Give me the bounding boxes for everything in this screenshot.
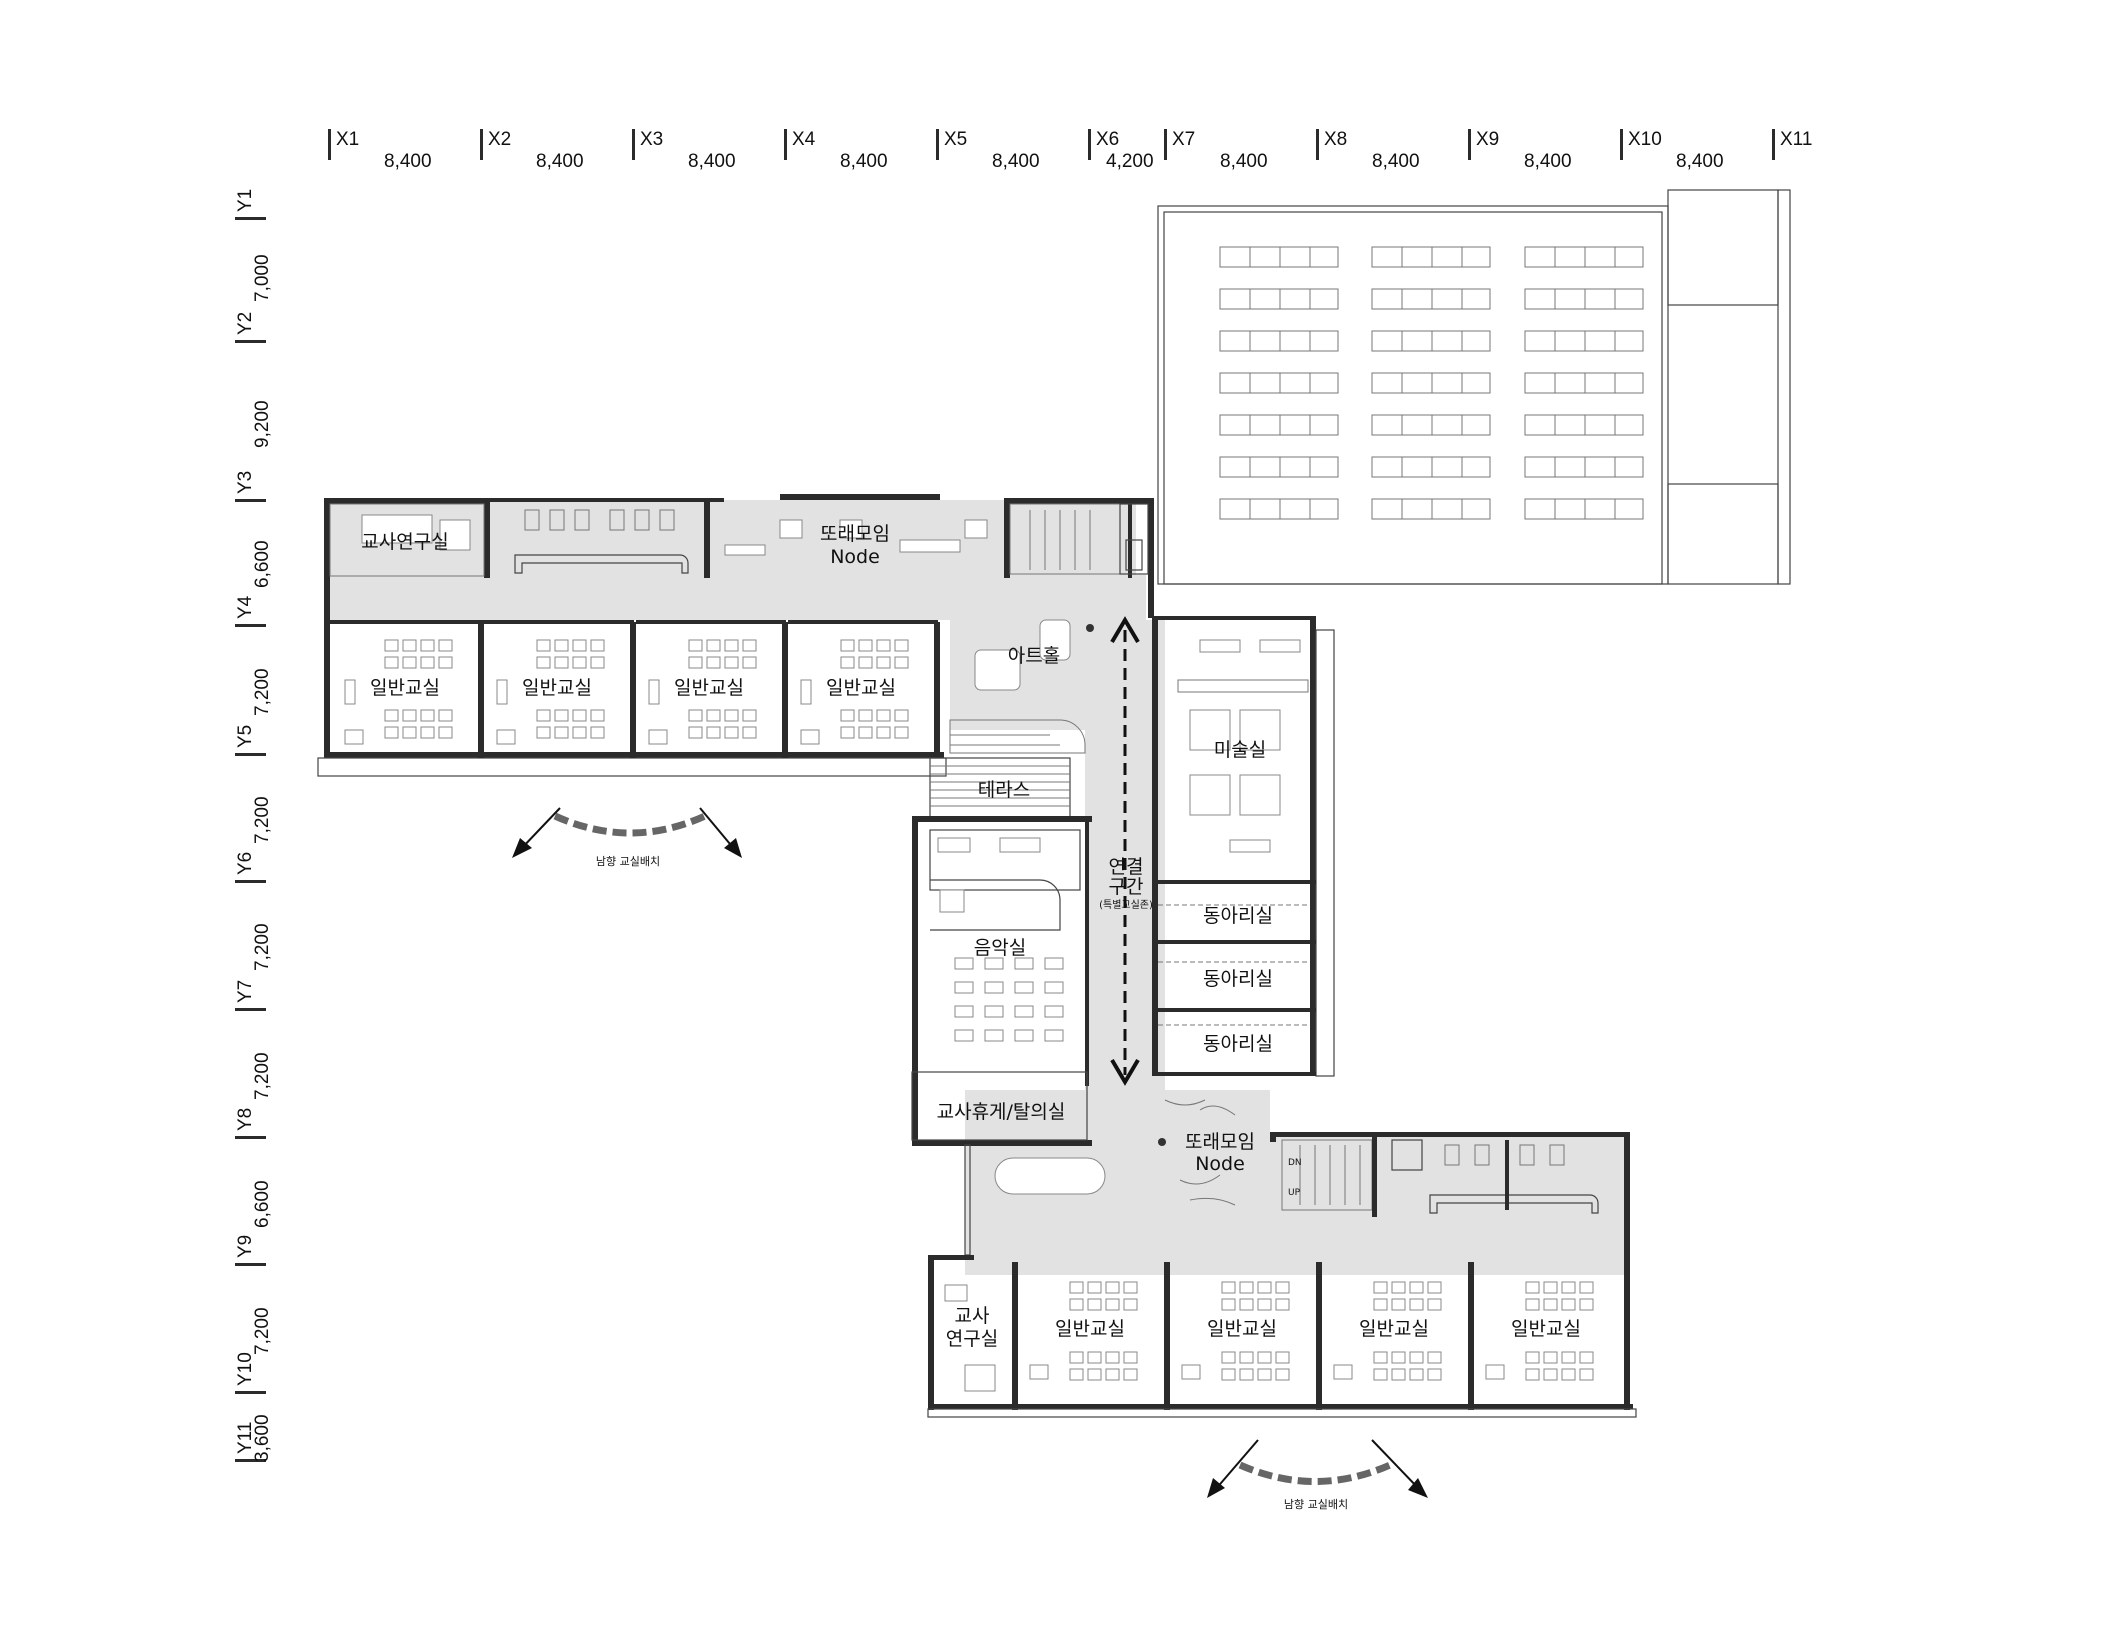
art-room-label: 미술실 <box>1214 739 1266 761</box>
east-rooms <box>1152 616 1335 1077</box>
stair-down-label: DN <box>1288 1158 1302 1168</box>
art-hall-label: 아트홀 <box>1008 645 1060 667</box>
grid-y-label: Y3 <box>235 471 256 494</box>
span-x-label: 8,400 <box>840 151 888 172</box>
classroom-label: 일반교실 <box>370 677 440 699</box>
span-x-label: 8,400 <box>1372 151 1420 172</box>
corridors <box>326 500 1630 1275</box>
span-x-label: 8,400 <box>992 151 1040 172</box>
span-x-label: 4,200 <box>1106 151 1154 172</box>
grid-x-label: X8 <box>1324 129 1347 150</box>
club-room-label: 동아리실 <box>1203 905 1273 927</box>
gymnasium <box>1157 189 1791 585</box>
classroom-label: 일반교실 <box>1511 1318 1581 1340</box>
teacher-research-room-label: 교사연구실 <box>361 531 448 553</box>
grid-y-label: Y9 <box>235 1235 256 1258</box>
orientation-arrow-south <box>1207 1439 1428 1498</box>
south-wing: DN UP <box>927 1099 1637 1418</box>
classroom-label: 일반교실 <box>1207 1318 1277 1340</box>
node-label: Node <box>1195 1153 1245 1175</box>
teacher-lounge-label: 교사휴게/탈의실 <box>937 1101 1066 1123</box>
span-y-label: 7,200 <box>252 1307 273 1355</box>
teacher-research-room-label: 교사 <box>955 1305 990 1327</box>
span-y-label: 7,200 <box>252 668 273 716</box>
grid-x-label: X1 <box>336 129 359 150</box>
terrace-label: 테라스 <box>978 779 1030 801</box>
classroom-label: 일반교실 <box>1359 1318 1429 1340</box>
orientation-arrow-west <box>512 807 742 858</box>
grid-y-label: Y2 <box>235 312 256 335</box>
grid-y-label: Y6 <box>235 852 256 875</box>
span-x-label: 8,400 <box>1524 151 1572 172</box>
grid-y-label: Y8 <box>235 1108 256 1131</box>
grid-x-label: X6 <box>1096 129 1119 150</box>
span-y-label: 7,200 <box>252 923 273 971</box>
span-y-label: 7,000 <box>252 254 273 302</box>
teacher-research-room-label: 연구실 <box>946 1328 998 1350</box>
node-label: Node <box>830 546 880 568</box>
node-label: 또래모임 <box>820 523 890 545</box>
south-facing-caption: 남향 교실배치 <box>1284 1498 1348 1511</box>
grid-x-label: X4 <box>792 129 816 150</box>
south-facing-caption: 남향 교실배치 <box>596 855 660 868</box>
span-y-label: 7,200 <box>252 796 273 844</box>
grid-y-label: Y7 <box>235 980 256 1003</box>
grid-y-label: Y10 <box>235 1352 256 1386</box>
span-y-label: 6,600 <box>252 540 273 588</box>
span-y-label: 6,600 <box>252 1180 273 1228</box>
node-label: 또래모임 <box>1185 1131 1255 1153</box>
grid-y-label: Y4 <box>235 595 256 619</box>
grid-x-label: X11 <box>1780 129 1812 150</box>
grid-x-label: X5 <box>944 129 967 150</box>
club-room-label: 동아리실 <box>1203 968 1273 990</box>
connection-zone-label: 구간 <box>1109 876 1144 898</box>
connection-arrow <box>1110 616 1140 1086</box>
desk-group <box>344 639 453 745</box>
classroom-label: 일반교실 <box>1055 1318 1125 1340</box>
stair-up-label: UP <box>1288 1188 1301 1198</box>
span-x-label: 8,400 <box>384 151 432 172</box>
grid-y-axis: Y1 Y2 Y3 Y4 Y5 Y6 Y7 Y8 Y9 Y10 Y11 7,000… <box>235 189 273 1462</box>
room-labels: 교사연구실 또래모임 Node 일반교실 일반교실 일반교실 일반교실 아트홀 … <box>361 523 1581 1511</box>
west-wing <box>317 494 1154 777</box>
span-y-label: 9,200 <box>252 400 273 448</box>
music-block <box>911 816 1092 1146</box>
grid-x-label: X2 <box>488 129 511 150</box>
grid-y-label: Y1 <box>235 189 256 212</box>
span-x-label: 8,400 <box>536 151 584 172</box>
classroom-label: 일반교실 <box>826 677 896 699</box>
grid-x-label: X10 <box>1628 129 1662 150</box>
classroom-label: 일반교실 <box>674 677 744 699</box>
grid-y-label: Y5 <box>235 725 256 748</box>
music-room-label: 음악실 <box>974 937 1026 959</box>
classroom-label: 일반교실 <box>522 677 592 699</box>
grid-x-label: X9 <box>1476 129 1499 150</box>
span-y-label: 3,600 <box>252 1414 273 1462</box>
span-x-label: 8,400 <box>1220 151 1268 172</box>
art-hall-area <box>929 619 1094 819</box>
grid-x-axis: X1 X2 X3 X4 X5 X6 X7 X8 X9 X10 X11 8,400… <box>328 129 1812 172</box>
span-x-label: 8,400 <box>688 151 736 172</box>
connection-zone-label: 연결 <box>1109 856 1144 878</box>
span-x-label: 8,400 <box>1676 151 1724 172</box>
span-y-label: 7,200 <box>252 1052 273 1100</box>
seating-rows <box>1219 246 1644 520</box>
grid-y-label: Y11 <box>235 1422 256 1454</box>
grid-x-label: X7 <box>1172 129 1195 150</box>
club-room-label: 동아리실 <box>1203 1033 1273 1055</box>
connection-zone-note: (특별교실존) <box>1099 899 1153 911</box>
grid-x-label: X3 <box>640 129 663 150</box>
